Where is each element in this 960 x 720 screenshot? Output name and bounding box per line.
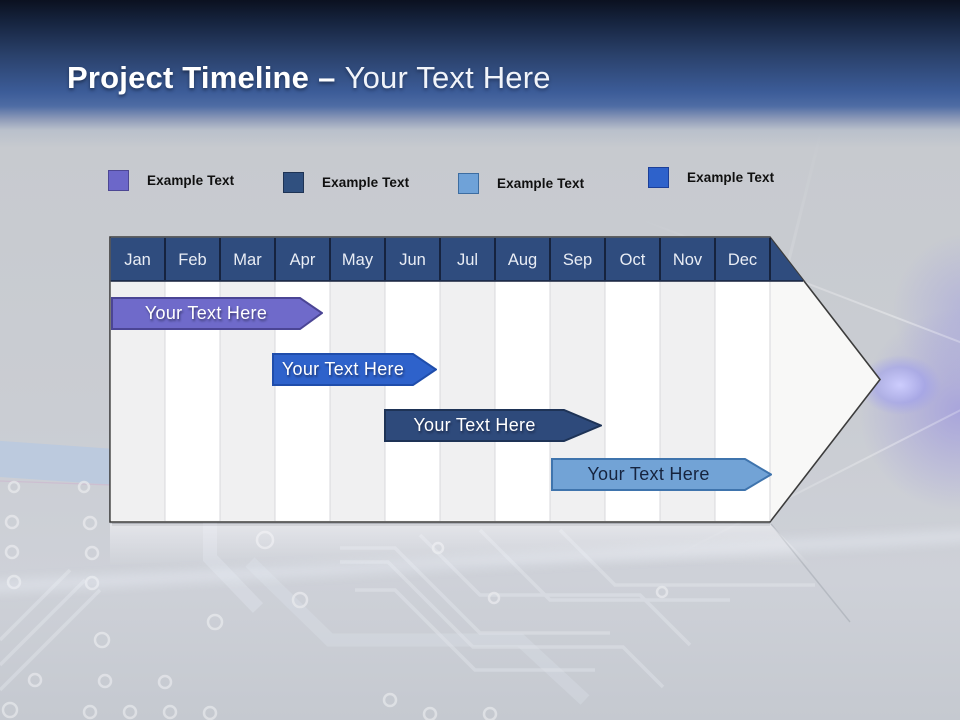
month-cell-jul: Jul: [456, 251, 479, 269]
legend-item-4: Example Text: [648, 167, 774, 188]
month-cell-aug: Aug: [507, 251, 538, 269]
month-cell-oct: Oct: [619, 251, 646, 269]
month-cell-sep: Sep: [562, 251, 593, 269]
gantt-bar-3: Your Text Here: [384, 409, 602, 442]
month-cell-nov: Nov: [672, 251, 703, 269]
legend-label: Example Text: [497, 176, 585, 191]
legend-swatch-royalblue: [648, 167, 669, 188]
month-cell-jun: Jun: [399, 251, 426, 269]
gantt-bar-label: Your Text Here: [281, 359, 405, 379]
gantt-bar-1: Your Text Here: [111, 297, 323, 330]
month-header-band: [110, 237, 804, 281]
slide-title-sub: Your Text Here: [344, 60, 551, 95]
gantt-bar-label: Your Text Here: [413, 415, 536, 435]
legend-item-1: Example Text: [108, 170, 234, 191]
month-header-separators: [164, 238, 771, 280]
month-cell-mar: Mar: [233, 251, 262, 269]
month-cell-apr: Apr: [289, 251, 316, 269]
gantt-bar-2: Your Text Here: [272, 353, 437, 386]
month-column-stripes: [110, 281, 770, 521]
table-reflection: [110, 524, 812, 566]
month-cell-feb: Feb: [178, 251, 207, 269]
legend-swatch-purple: [108, 170, 129, 191]
gantt-bar-label: Your Text Here: [144, 303, 268, 323]
legend-label: Example Text: [687, 170, 775, 185]
gantt-bar-4: Your Text Here: [551, 458, 772, 491]
slide-title-main: Project Timeline: [67, 60, 310, 95]
legend-item-2: Example Text: [283, 172, 409, 193]
title-dash: –: [318, 60, 336, 95]
slide-title: Project Timeline–Your Text Here: [67, 60, 551, 96]
legend-swatch-navy: [283, 172, 304, 193]
gantt-bar-label: Your Text Here: [587, 464, 710, 484]
legend-label: Example Text: [322, 175, 410, 190]
legend-label: Example Text: [147, 173, 235, 188]
month-cell-may: May: [341, 251, 374, 269]
legend-item-3: Example Text: [458, 173, 584, 194]
month-cell-jan: Jan: [124, 251, 151, 269]
month-cell-dec: Dec: [727, 251, 758, 269]
legend-swatch-lightblue: [458, 173, 479, 194]
